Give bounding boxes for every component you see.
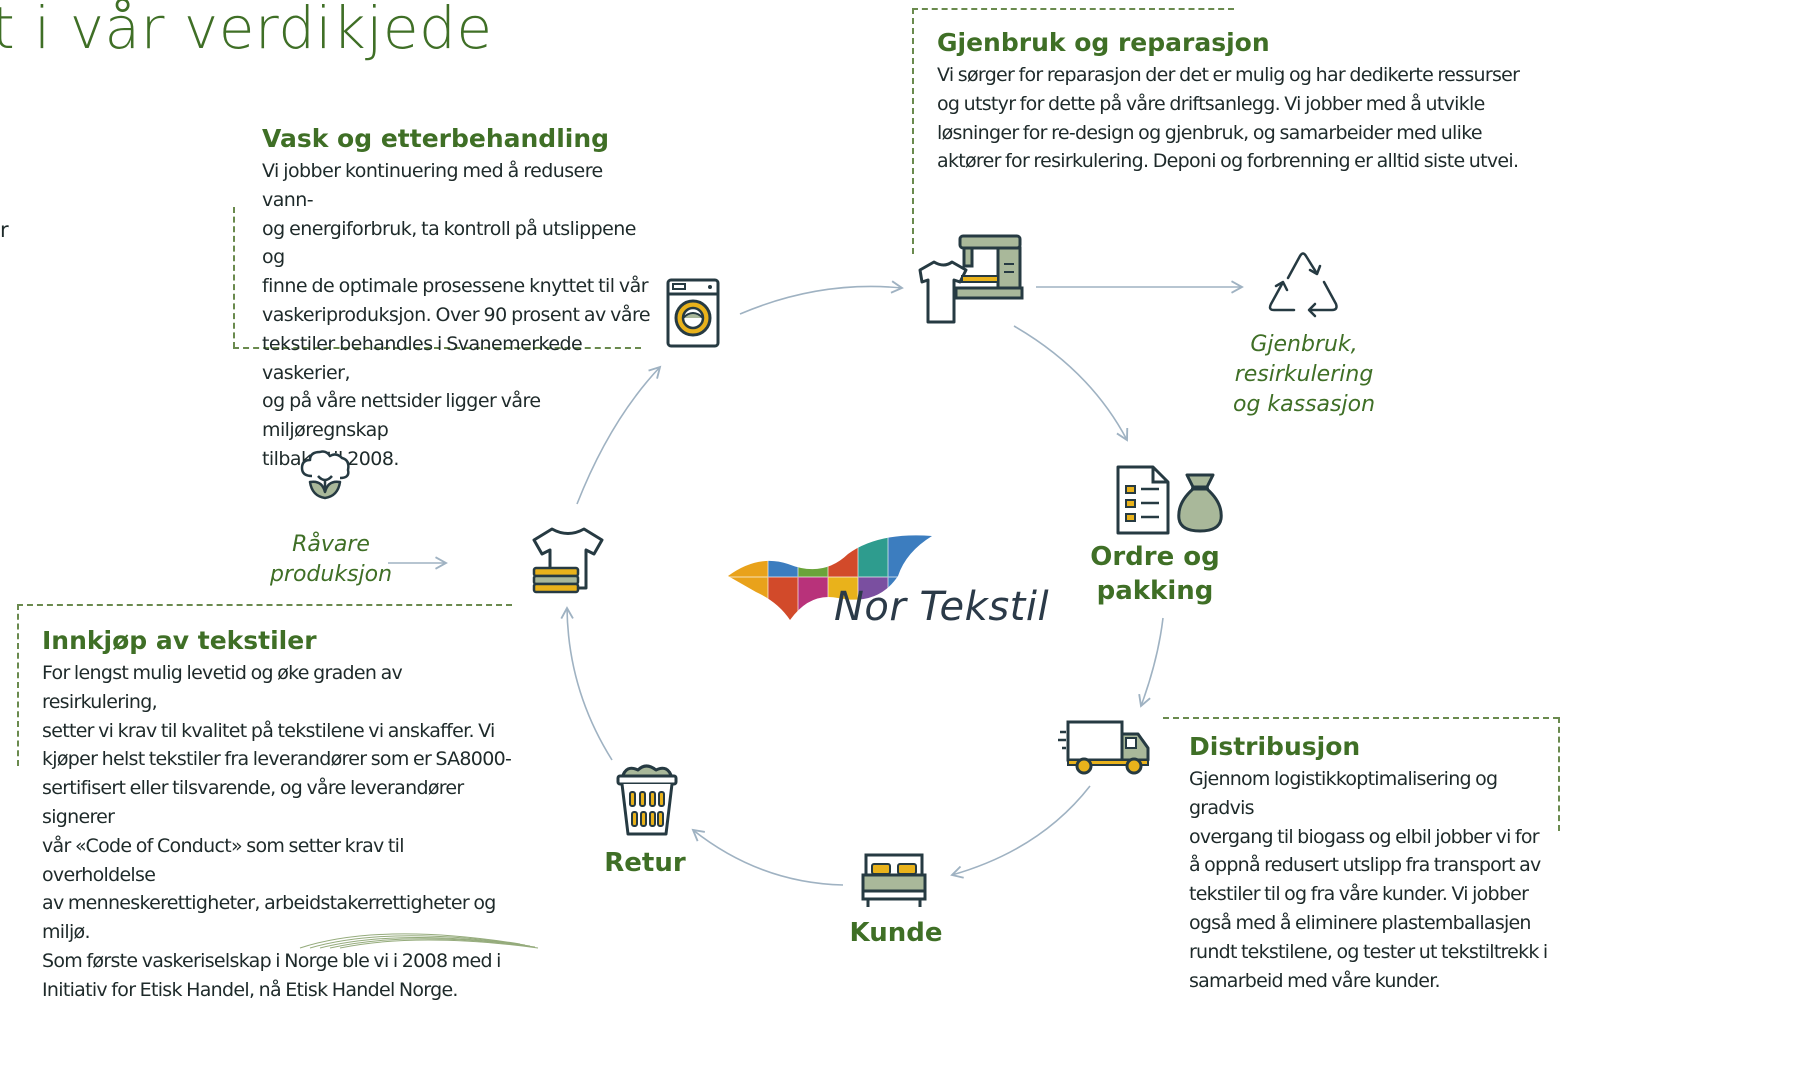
distribusjon-title: Distribusjon: [1189, 732, 1361, 761]
sewing-machine-icon: [918, 234, 1024, 324]
innkjop-line: Som første vaskeriselskap i Norge ble vi…: [42, 949, 501, 972]
ravare-line2: produksjon: [269, 562, 393, 587]
distribusjon-line: å oppnå redusert utslipp fra transport a…: [1189, 854, 1541, 877]
gjenbruk-outcome-label: Gjenbruk, resirkulering og kassasjon: [1224, 330, 1384, 420]
arrow-retur-to-innkjop: [560, 606, 613, 761]
arrow-ordre-to-distribusjon: [1138, 617, 1164, 708]
divider-gjenbruk-left: [912, 8, 914, 254]
vask-line: Vi jobber kontinuering med å redusere va…: [262, 160, 603, 211]
gjenbruk-title: Gjenbruk og reparasjon: [937, 28, 1270, 57]
tshirt-stack-icon: [532, 527, 604, 594]
distribusjon-block: Distribusjon Gjennom logistikkoptimalise…: [1189, 732, 1554, 995]
gjenbruk-outcome-line3: og kassasjon: [1232, 392, 1376, 417]
innkjop-line: vår «Code of Conduct» som setter krav ti…: [42, 834, 405, 886]
arrow-innkjop-to-vask: [576, 365, 662, 505]
distribusjon-line: Gjennom logistikkoptimalisering og gradv…: [1189, 768, 1498, 819]
innkjop-block: Innkjøp av tekstiler For lengst mulig le…: [42, 626, 512, 1005]
gjenbruk-line: løsninger for re-design og gjenbruk, og …: [937, 121, 1483, 144]
distribusjon-line: overgang til biogass og elbil jobber vi …: [1189, 825, 1540, 848]
distribusjon-text: Gjennom logistikkoptimalisering og gradv…: [1189, 765, 1554, 995]
truck-icon: [1058, 720, 1150, 775]
divider-distribusjon-top: [1163, 717, 1559, 719]
distribusjon-line: tekstiler til og fra våre kunder. Vi job…: [1189, 883, 1529, 906]
gjenbruk-line: og utstyr for dette på våre driftsanlegg…: [937, 92, 1485, 115]
arrow-distribusjon-to-kunde: [950, 785, 1091, 879]
innkjop-line: av menneskerettigheter, arbeidstakerrett…: [42, 892, 496, 944]
ordre-label: Ordre og pakking: [1090, 540, 1220, 608]
divider-innkjop-top: [17, 604, 512, 606]
retur-label: Retur: [604, 848, 686, 878]
order-list-icon: [1116, 465, 1170, 535]
vask-line: og energiforbruk, ta kontroll på utslipp…: [262, 217, 636, 269]
divider-distribusjon-right: [1558, 717, 1560, 831]
gjenbruk-text: Vi sørger for reparasjon der det er muli…: [937, 61, 1537, 176]
divider-innkjop-left: [17, 604, 19, 766]
ordre-label-line1: Ordre og: [1090, 542, 1220, 572]
innkjop-line: sertifisert eller tilsvarende, og våre l…: [42, 777, 464, 828]
gjenbruk-outcome-line2: resirkulering: [1234, 362, 1374, 387]
bed-icon: [861, 853, 927, 907]
laundry-basket-icon: [616, 764, 678, 836]
gjenbruk-outcome-line1: Gjenbruk,: [1250, 332, 1358, 357]
page-title: t i vår verdikjede: [0, 0, 493, 62]
vask-line: og på våre nettsider ligger våre miljøre…: [262, 390, 541, 442]
divider-vask-bottom: [233, 347, 641, 349]
decorative-curves: [299, 933, 539, 949]
vask-line: finne de optimale prosessene knyttet til…: [262, 275, 649, 298]
divider-gjenbruk-top: [912, 8, 1234, 10]
vask-block: Vask og etterbehandling Vi jobber kontin…: [262, 124, 652, 474]
recycle-icon: [1268, 252, 1338, 318]
arrow-vask-to-gjenbruk: [739, 280, 904, 315]
ordre-label-line2: pakking: [1096, 576, 1214, 606]
distribusjon-line: samarbeid med våre kunder.: [1189, 969, 1441, 992]
gjenbruk-line: aktører for resirkulering. Deponi og for…: [937, 150, 1519, 173]
distribusjon-line: rundt tekstilene, og tester ut tekstiltr…: [1189, 940, 1548, 963]
vask-line: vaskeriproduksjon. Over 90 prosent av vå…: [262, 303, 651, 326]
innkjop-line: For lengst mulig levetid og øke graden a…: [42, 662, 403, 713]
ravare-label: Råvare produksjon: [266, 530, 396, 590]
vask-line: tekstiler behandles i Svanemerkede vaske…: [262, 332, 583, 384]
innkjop-line: setter vi krav til kvalitet på tekstilen…: [42, 719, 495, 742]
innkjop-title: Innkjøp av tekstiler: [42, 626, 317, 655]
gjenbruk-line: Vi sørger for reparasjon der det er muli…: [937, 64, 1520, 86]
divider-vask-left: [233, 207, 235, 348]
nor-tekstil-logo-mark: [728, 535, 932, 621]
distribusjon-line: også med å eliminere plastemballasjen: [1189, 911, 1531, 934]
sack-icon: [1177, 473, 1223, 533]
innkjop-text: For lengst mulig levetid og øke graden a…: [42, 659, 512, 1005]
kunde-label: Kunde: [849, 918, 943, 948]
vask-text: Vi jobber kontinuering med å redusere va…: [262, 157, 652, 474]
cropped-text-fragment: r: [0, 218, 9, 242]
arrow-kunde-to-retur: [691, 828, 844, 886]
gjenbruk-block: Gjenbruk og reparasjon Vi sørger for rep…: [937, 28, 1537, 176]
cotton-icon: [300, 450, 350, 500]
washing-machine-icon: [666, 278, 720, 348]
arrow-gjenbruk-to-ordre: [1013, 325, 1129, 442]
ravare-line1: Råvare: [292, 532, 370, 557]
innkjop-line: kjøper helst tekstiler fra leverandører …: [42, 748, 512, 771]
innkjop-line: Initiativ for Etisk Handel, nå Etisk Han…: [42, 978, 458, 1001]
vask-title: Vask og etterbehandling: [262, 124, 610, 153]
nor-tekstil-logo-text: Nor Tekstil: [834, 584, 1050, 630]
